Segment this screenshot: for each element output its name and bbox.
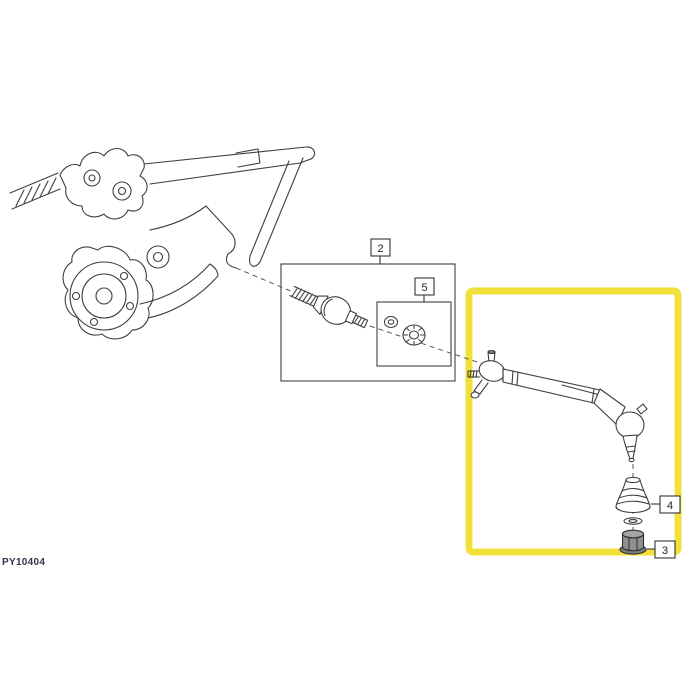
bracket-hole-left-inner: [88, 174, 96, 182]
tie-rod-shaft-details: [502, 368, 601, 404]
cap-circle-inner: [152, 251, 164, 263]
callout-5: 5: [414, 277, 435, 302]
tip-threads: [353, 315, 366, 327]
hub-bolt-hole-2: [89, 317, 99, 327]
tie-rod-end-stud-threads: [626, 445, 637, 453]
item5-region-box: [376, 301, 452, 367]
nut-facets: [628, 536, 638, 550]
ball-housing-arc: [323, 298, 333, 317]
callout-3-box: [654, 540, 676, 559]
bracket-hole-right-inner: [117, 186, 127, 196]
hub-mid-circle: [81, 273, 127, 319]
callout-4-label: 4: [667, 500, 673, 512]
axis-dashed-mid: [369, 325, 487, 366]
lock-washer: [623, 517, 643, 525]
dust-boot-part: [615, 476, 651, 514]
callout-3: 3: [647, 540, 676, 559]
axle-housing-drawing: [9, 146, 316, 340]
tie-rod-assembly: [467, 349, 651, 555]
lock-washer-hole: [628, 519, 638, 523]
steering-knuckle-detail: [149, 205, 237, 269]
item2-region-box: [280, 263, 456, 382]
tie-rod-end-stud-tip: [628, 457, 635, 463]
hub-center-circle: [95, 287, 113, 305]
stud-threads: [289, 285, 319, 307]
part-number-watermark: PY10404: [2, 557, 45, 568]
hub-bolt-hole-3: [71, 291, 81, 301]
inner-ball-joint-part: [289, 285, 369, 329]
top-arm: [143, 146, 316, 185]
hub-bolt-hole-1: [125, 301, 135, 311]
seal-ring-hole: [408, 330, 420, 340]
left-joint-top-pin-cap: [487, 349, 496, 355]
callout-4-box: [659, 495, 681, 514]
housing-outline: [62, 245, 154, 340]
small-washer-hole: [387, 319, 395, 325]
boot-ribs: [616, 487, 650, 505]
assembly-axis-lines: [235, 267, 634, 537]
upper-bracket-outline: [59, 147, 148, 220]
boot-top-opening: [625, 476, 641, 484]
seal-ring-ribs: [402, 324, 426, 346]
nut-part: [619, 529, 647, 555]
frame-hatch-marks: [9, 172, 61, 210]
top-plate-detail: [235, 148, 261, 168]
hub-bolt-hole-4: [119, 271, 129, 281]
callout-2: 2: [370, 238, 391, 264]
callout-3-label: 3: [662, 545, 668, 557]
boot-body: [615, 479, 651, 514]
callout-4: 4: [651, 495, 681, 514]
cap-circle: [146, 245, 170, 269]
small-washer: [383, 315, 399, 329]
hub-outer-circle: [69, 261, 139, 331]
callout-5-box: [414, 277, 435, 296]
highlight-region-box: [465, 287, 682, 556]
callout-2-label: 2: [377, 243, 383, 255]
bracket-hole-left: [83, 169, 101, 187]
bracket-hole-right: [112, 181, 132, 201]
nut-top: [621, 529, 645, 539]
tie-rod-end-housing: [615, 411, 645, 439]
lower-arm-curves: [139, 263, 219, 319]
axis-dashed-left: [235, 267, 294, 293]
tie-rod-end-nub: [636, 403, 648, 415]
callout-2-box: [370, 238, 391, 257]
left-joint-lower-nut: [470, 391, 480, 399]
right-diagonal-arm: [249, 157, 304, 267]
callout-5-label: 5: [421, 282, 427, 294]
left-joint-side-stud: [467, 369, 481, 379]
item5-washer-and-seal: [383, 315, 426, 346]
